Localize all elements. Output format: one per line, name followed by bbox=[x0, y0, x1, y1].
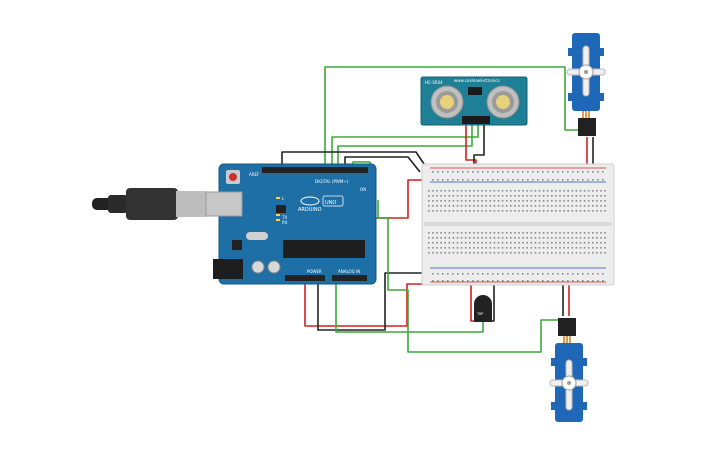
servo-top-horn[interactable] bbox=[566, 45, 606, 97]
wire-gnd-top[interactable] bbox=[281, 151, 429, 172]
uno-badge: UNO bbox=[322, 195, 344, 207]
servo-top-connector bbox=[578, 118, 596, 136]
ultrasonic-site: www.cosmoelectronics bbox=[454, 78, 500, 83]
digital-header bbox=[262, 167, 368, 173]
servo-top[interactable] bbox=[566, 33, 606, 136]
ultrasonic-model: HC-SR04 bbox=[425, 80, 443, 85]
wire-ultrasonic-echo[interactable] bbox=[337, 125, 473, 172]
breadboard[interactable] bbox=[421, 163, 615, 286]
usb-port[interactable] bbox=[205, 191, 243, 217]
model-label: UNO bbox=[325, 200, 336, 206]
servo-bottom[interactable] bbox=[549, 318, 589, 422]
analog-label: ANALOG IN bbox=[338, 269, 360, 274]
power-header bbox=[285, 275, 325, 281]
wire-servo-top-signal[interactable] bbox=[324, 66, 583, 172]
servo-bottom-connector bbox=[558, 318, 576, 336]
power-label: POWER bbox=[307, 269, 322, 274]
transducer-left bbox=[430, 85, 464, 119]
transducer-right bbox=[486, 85, 520, 119]
aref-label: AREF bbox=[249, 172, 260, 177]
wire-servo-bottom-signal[interactable] bbox=[377, 200, 562, 353]
wire-gnd-bottom[interactable] bbox=[317, 272, 425, 331]
board-logo: ARDUINO bbox=[298, 207, 322, 213]
temp-sensor-label: TMP bbox=[477, 312, 483, 316]
analog-header bbox=[332, 275, 367, 281]
infinity-logo-icon bbox=[300, 196, 320, 206]
servo-bottom-horn[interactable] bbox=[549, 359, 589, 411]
wire-5v-bottom[interactable] bbox=[304, 277, 425, 327]
wire-ultrasonic-trig[interactable] bbox=[331, 125, 479, 172]
arduino-uno[interactable]: DIGITAL (PWM~) ARDUINO UNO POWER ANALOG … bbox=[205, 163, 377, 285]
temperature-sensor[interactable]: TMP bbox=[474, 295, 492, 322]
atmega-chip bbox=[283, 240, 365, 258]
rx-label: RX bbox=[282, 220, 288, 225]
digital-label: DIGITAL (PWM~) bbox=[315, 179, 349, 184]
tx-label: TX bbox=[281, 215, 287, 220]
on-label: ON bbox=[360, 187, 366, 192]
wire-analog-temp[interactable] bbox=[335, 277, 484, 333]
ultrasonic-pin-header bbox=[462, 116, 490, 124]
l-label: L bbox=[282, 196, 285, 201]
ultrasonic-sensor[interactable]: HC-SR04 www.cosmoelectronics bbox=[420, 76, 528, 126]
power-jack[interactable] bbox=[213, 259, 243, 279]
breadboard-holes bbox=[428, 171, 606, 282]
usb-cable bbox=[92, 188, 220, 220]
